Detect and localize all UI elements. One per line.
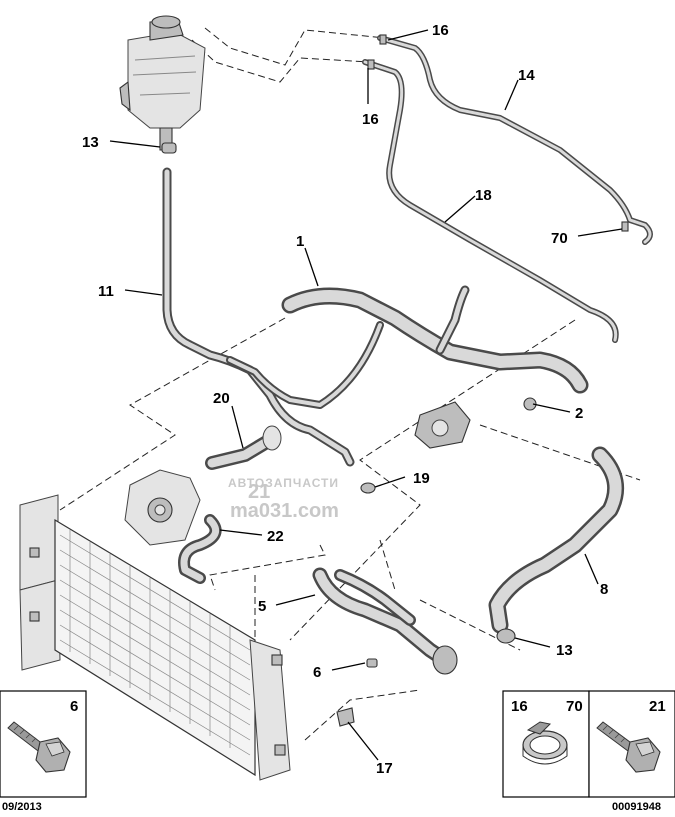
inset-label-6: 6 — [70, 698, 78, 715]
callout-19: 19 — [413, 470, 430, 487]
expansion-tank — [119, 15, 206, 151]
clip-13-top — [161, 142, 177, 154]
watermark: АВТОЗАПЧАСТИ 21 ma031.com — [228, 476, 339, 522]
callout-1: 1 — [296, 233, 304, 250]
clip-13-bottom — [496, 628, 516, 644]
callout-17: 17 — [376, 760, 393, 777]
clip-16-b — [367, 59, 375, 70]
thermostat-housing-2 — [414, 397, 537, 449]
hose-11 — [162, 167, 355, 467]
callout-13-bottom: 13 — [556, 642, 573, 659]
bolt-6 — [366, 658, 378, 668]
callout-13-top: 13 — [82, 134, 99, 151]
callout-18: 18 — [475, 187, 492, 204]
callout-5: 5 — [258, 598, 266, 615]
hose-20 — [205, 425, 282, 470]
inset-box-bolt-21: 21 — [588, 690, 675, 798]
hose-1 — [226, 285, 589, 409]
callouts: 16 16 14 13 18 70 1 11 20 2 19 22 8 5 6 … — [82, 22, 608, 777]
water-pump — [124, 469, 201, 546]
hose-22 — [178, 514, 222, 584]
inset-label-21: 21 — [649, 698, 666, 715]
watermark-line2: ma031.com — [230, 500, 339, 522]
watermark-line1: АВТОЗАПЧАСТИ — [228, 476, 339, 490]
clip-16-a — [379, 34, 387, 45]
clip-17 — [336, 707, 355, 727]
hose-8 — [488, 446, 625, 634]
footer-ref: 00091948 — [612, 801, 661, 813]
inset-label-70: 70 — [566, 698, 583, 715]
inset-box-bolt-6: 6 — [0, 690, 87, 798]
inset-label-16: 16 — [511, 698, 528, 715]
hose-clamp-icon — [522, 721, 568, 765]
watermark-ref-21: 21 — [248, 481, 270, 503]
callout-14: 14 — [518, 67, 535, 84]
callout-2: 2 — [575, 405, 583, 422]
callout-6: 6 — [313, 664, 321, 681]
pipe-18 — [362, 59, 619, 343]
radiator — [19, 494, 291, 781]
footer: 09/2013 00091948 — [2, 801, 661, 813]
callout-16-bottom: 16 — [362, 111, 379, 128]
pipe-14 — [377, 35, 653, 245]
callout-11: 11 — [98, 283, 114, 300]
callout-22: 22 — [267, 528, 284, 545]
bolt-icon — [7, 721, 71, 773]
hose-5 — [312, 567, 458, 675]
callout-8: 8 — [600, 581, 608, 598]
callout-16-top: 16 — [432, 22, 449, 39]
inset-box-clamp-16-70: 16 70 — [502, 690, 590, 798]
clip-19 — [360, 482, 376, 494]
leader-lines — [109, 29, 623, 761]
clip-70 — [621, 221, 629, 232]
bolt-icon — [596, 721, 661, 773]
callout-70: 70 — [551, 230, 568, 247]
footer-date: 09/2013 — [2, 801, 42, 813]
callout-20: 20 — [213, 390, 230, 407]
